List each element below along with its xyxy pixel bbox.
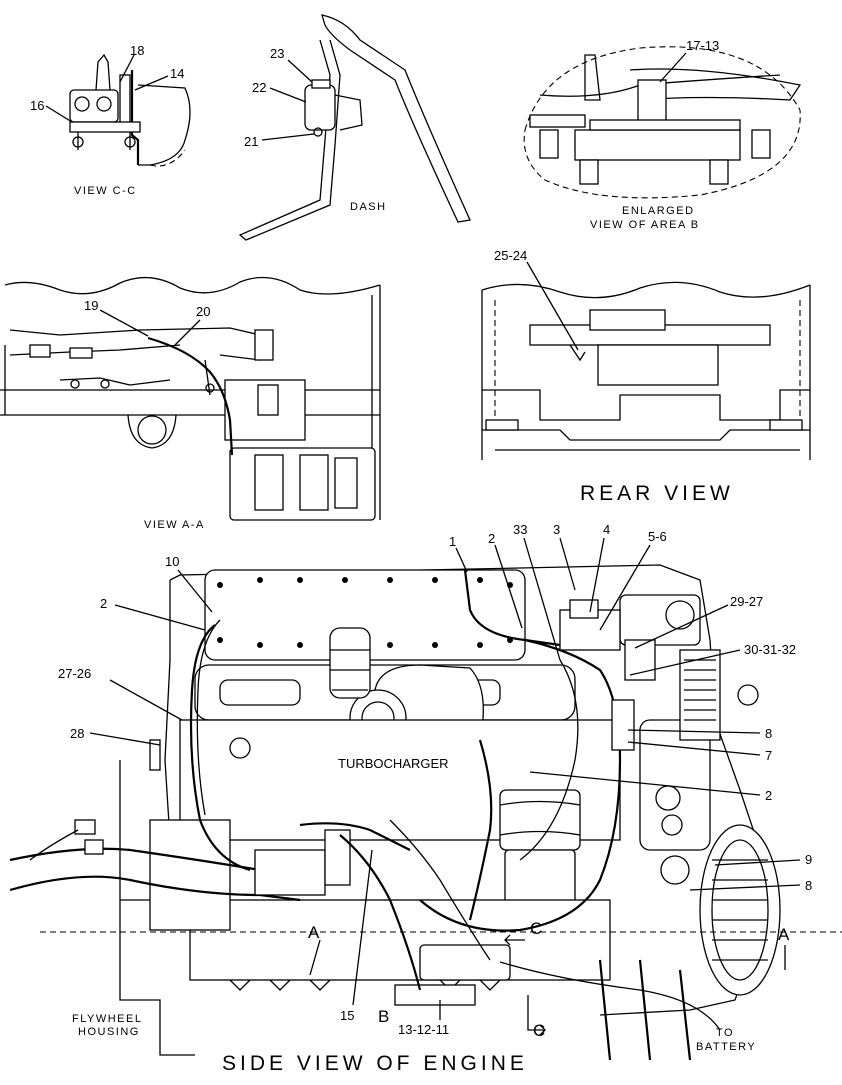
area-b-caption-1: ENLARGED [622, 205, 695, 217]
view-side-engine: 1 2 33 3 4 5-6 10 2 29-27 30-31-32 27-26… [9, 522, 842, 1075]
turbocharger-label: TURBOCHARGER [338, 756, 449, 771]
leader-8a [627, 729, 761, 734]
label-21: 21 [244, 134, 258, 149]
leader-20 [174, 319, 201, 346]
leader-14 [134, 75, 169, 91]
rear-view-caption: REAR VIEW [580, 482, 734, 505]
label-14: 14 [170, 66, 184, 81]
label-8-upper: 8 [765, 726, 772, 741]
label-2-right: 2 [765, 788, 772, 803]
flywheel-label-1: FLYWHEEL [72, 1013, 142, 1025]
label-20: 20 [196, 304, 210, 319]
leader-25-24 [526, 261, 579, 351]
label-16: 16 [30, 98, 44, 113]
view-aa: 19 20 VIEW A-A [0, 276, 381, 531]
leader-15 [352, 849, 373, 1006]
view-aa-caption: VIEW A-A [144, 519, 205, 531]
label-5-6: 5-6 [648, 529, 667, 544]
section-a-left: A [308, 923, 320, 942]
label-9: 9 [805, 852, 812, 867]
label-1: 1 [449, 534, 456, 549]
label-25-24: 25-24 [494, 248, 527, 263]
leader-4 [589, 537, 605, 613]
label-30-31-32: 30-31-32 [744, 642, 796, 657]
view-dash: 23 22 21 DASH [238, 14, 471, 241]
section-c-upper: C [530, 919, 542, 938]
label-28: 28 [70, 726, 84, 741]
view-cc: 16 18 14 VIEW C-C [30, 43, 191, 197]
leader-17-13 [659, 52, 687, 83]
label-27-26: 27-26 [58, 666, 91, 681]
leader-9 [714, 859, 801, 866]
leader-27-26 [109, 679, 183, 721]
flywheel-label-2: HOUSING [78, 1026, 140, 1038]
label-29-27: 29-27 [730, 594, 763, 609]
area-b-caption-2: VIEW OF AREA B [590, 219, 700, 231]
label-33: 33 [513, 522, 527, 537]
leader-19 [99, 309, 149, 337]
label-22: 22 [252, 80, 266, 95]
section-c-lower: C [533, 1021, 545, 1040]
label-17-13: 17-13 [686, 38, 719, 53]
leader-2c [529, 771, 761, 796]
view-cc-caption: VIEW C-C [74, 185, 137, 197]
label-2-left: 2 [100, 596, 107, 611]
label-8-lower: 8 [805, 878, 812, 893]
label-7: 7 [765, 748, 772, 763]
side-view-caption: SIDE VIEW OF ENGINE [222, 1052, 528, 1075]
label-23: 23 [270, 46, 284, 61]
leader-7 [627, 741, 761, 756]
leader-16 [45, 105, 73, 123]
label-2-top: 2 [488, 531, 495, 546]
label-18: 18 [130, 43, 144, 58]
leader-5-6 [599, 544, 651, 631]
leader-2a [494, 544, 523, 629]
leader-18 [119, 54, 135, 83]
battery-label-2: BATTERY [696, 1041, 756, 1053]
dash-caption: DASH [350, 201, 387, 213]
label-15: 15 [340, 1008, 354, 1023]
leader-28 [89, 732, 161, 746]
section-a-right: A [778, 925, 790, 944]
view-rear: 25-24 REAR VIEW [481, 248, 811, 505]
label-19: 19 [84, 298, 98, 313]
leader-10 [177, 569, 213, 613]
view-area-b: 17-13 ENLARGED VIEW OF AREA B [523, 38, 802, 231]
leader-21 [261, 133, 315, 141]
leader-22 [269, 87, 307, 103]
leader-2b [114, 604, 206, 631]
label-3: 3 [553, 522, 560, 537]
leader-1 [455, 547, 468, 573]
battery-label-1: TO [716, 1027, 734, 1039]
leader-33 [523, 537, 561, 661]
label-10: 10 [165, 554, 179, 569]
leader-23 [287, 59, 313, 83]
leader-8b [689, 884, 801, 891]
leader-3 [559, 537, 576, 591]
leader-30-31-32 [629, 649, 741, 676]
section-b: B [378, 1007, 389, 1026]
leader-29-27 [634, 604, 729, 649]
label-4: 4 [603, 522, 610, 537]
label-13-12-11: 13-12-11 [398, 1022, 449, 1037]
